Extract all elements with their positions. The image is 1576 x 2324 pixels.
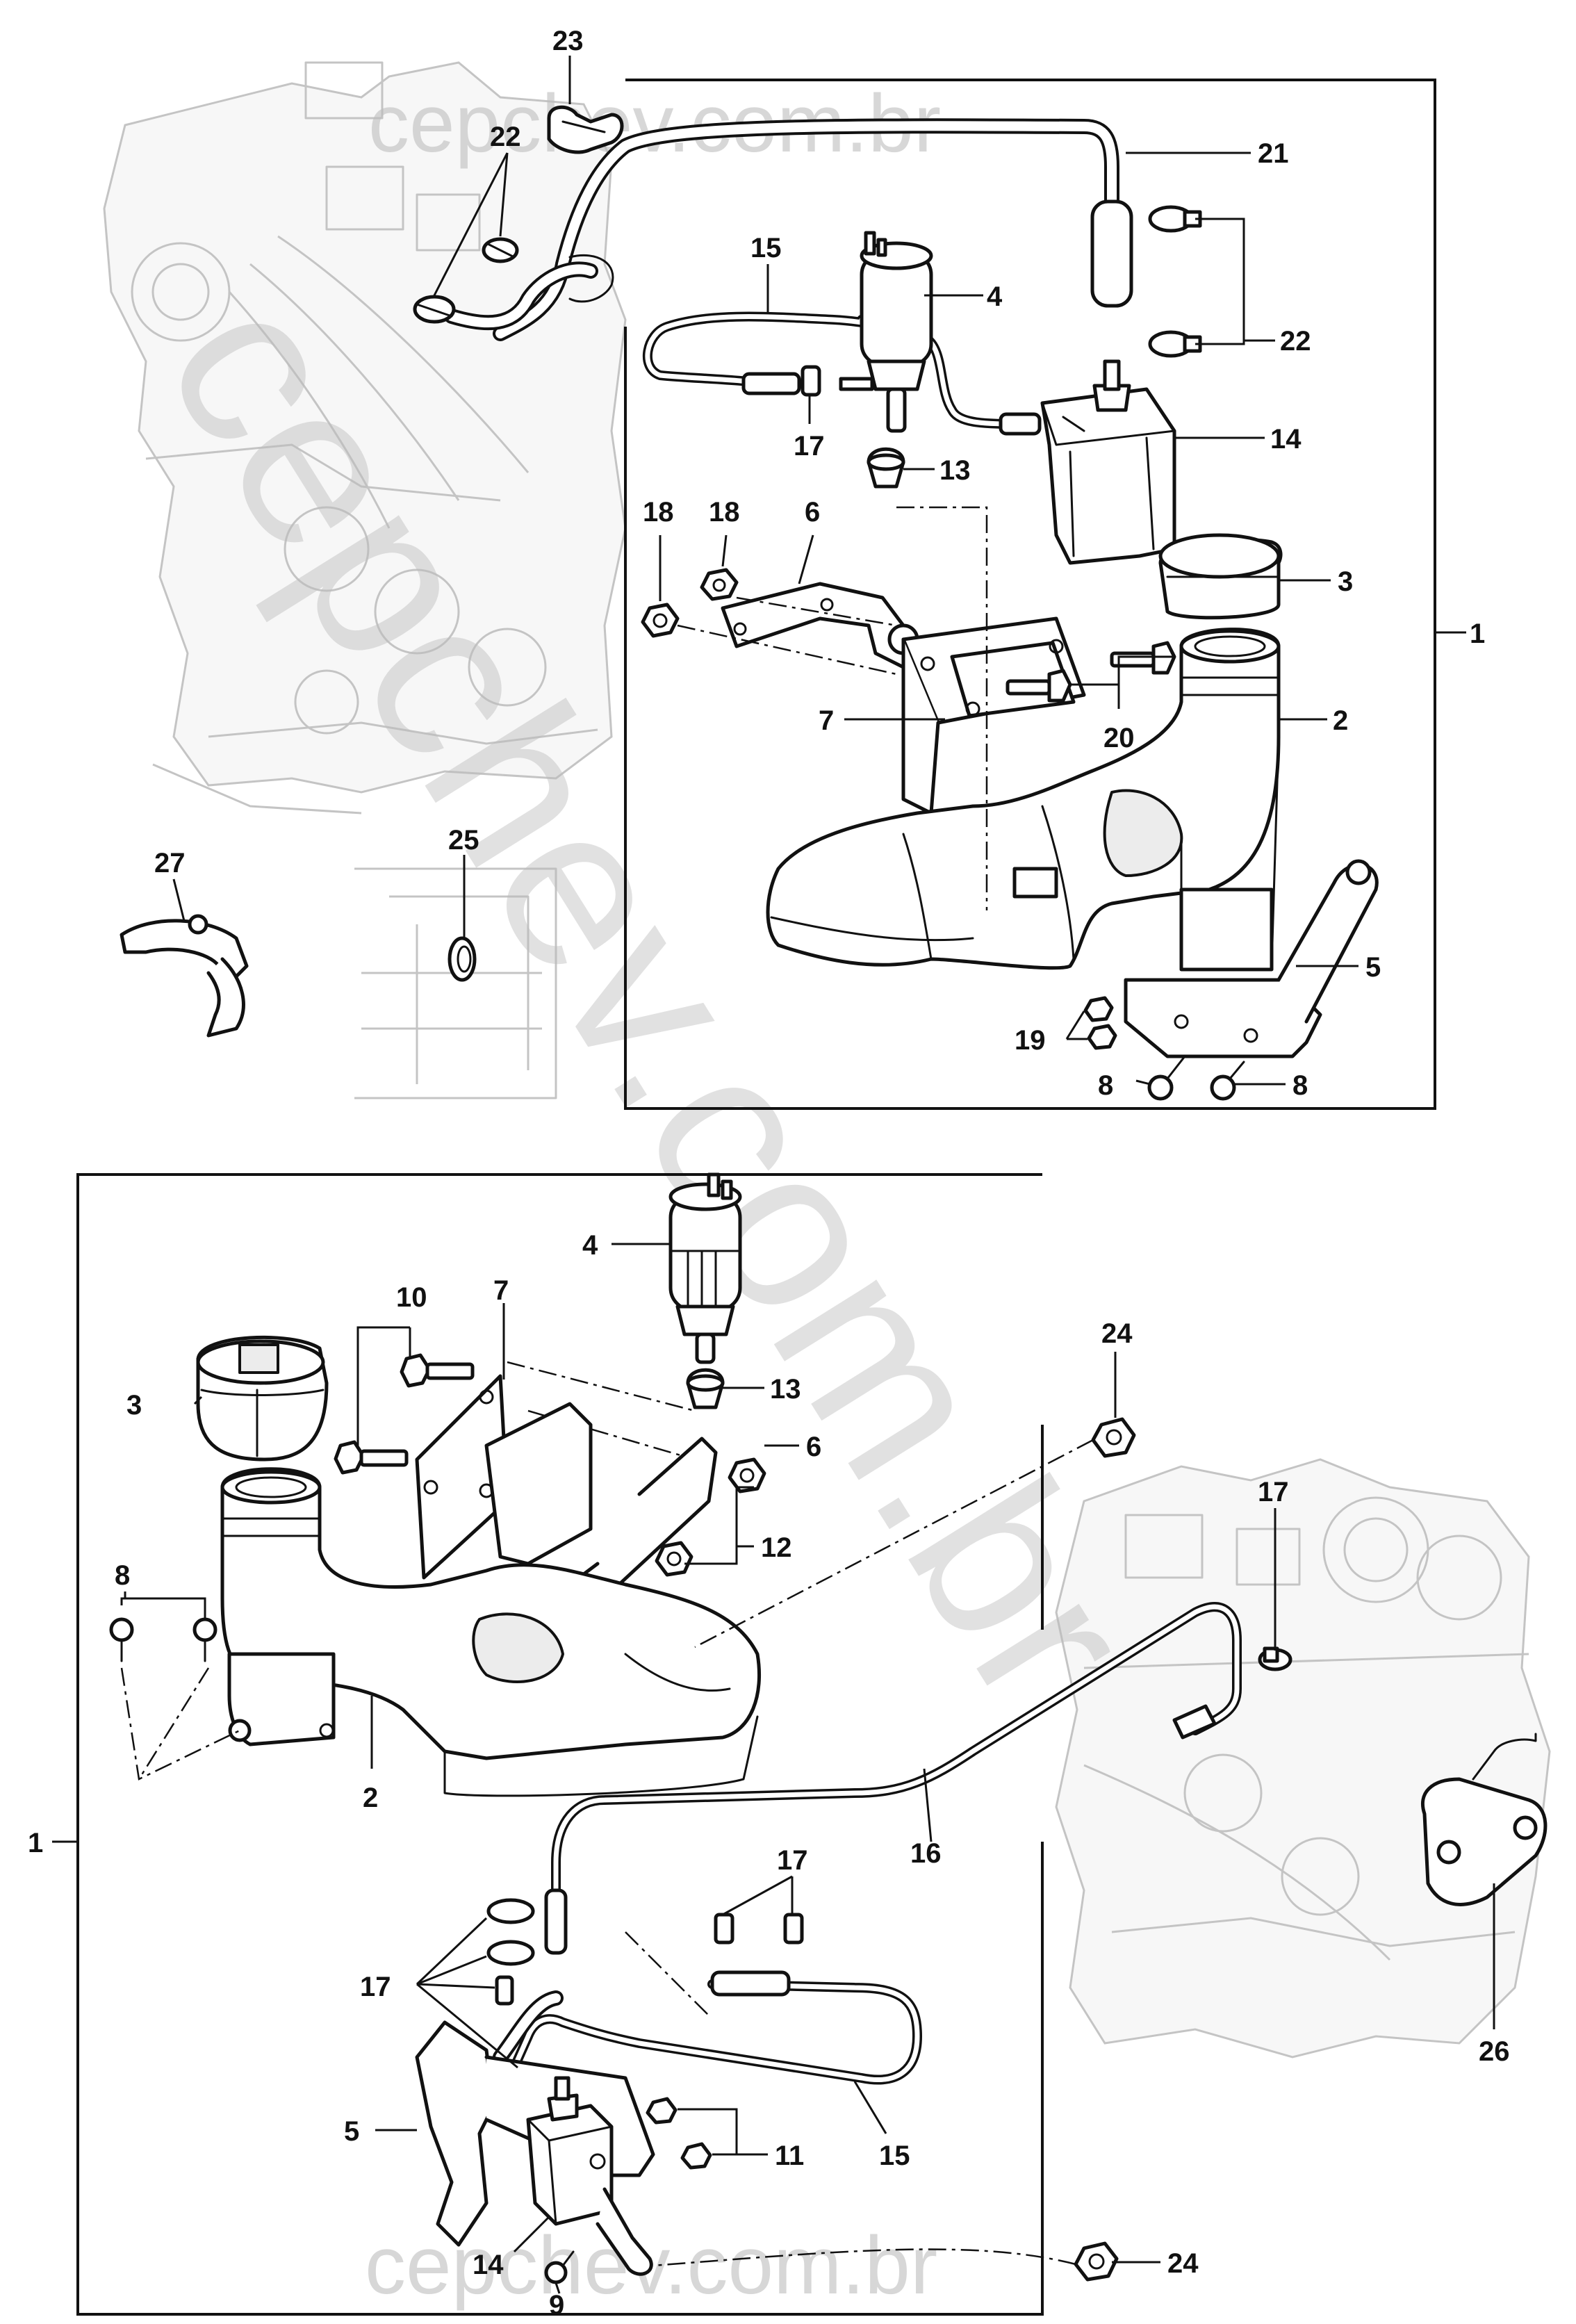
screws-8-top — [1147, 1055, 1245, 1101]
callout-26: 26 — [1479, 2036, 1510, 2067]
top-assembly-frame — [624, 79, 1466, 1110]
reservoir-body-2-top — [766, 628, 1281, 972]
callout-10: 10 — [396, 1282, 427, 1313]
screws-8-bottom — [109, 1597, 217, 1662]
callout-14: 14 — [1270, 424, 1302, 455]
callout-24-bottom: 24 — [1167, 2248, 1199, 2279]
callout-15: 15 — [750, 233, 782, 263]
callout-15-bottom: 15 — [879, 2141, 910, 2171]
bottom-assembly — [109, 1172, 1548, 2284]
callout-6-bottom: 6 — [806, 1432, 821, 1462]
pipe-16 — [544, 1602, 1242, 1955]
bracket-6-top — [721, 582, 919, 669]
nut-12b — [655, 1541, 693, 1577]
callout-8b: 8 — [1292, 1070, 1308, 1101]
callout-9: 9 — [549, 2290, 564, 2321]
grommet-13-bottom — [686, 1368, 725, 1409]
callout-21: 21 — [1258, 138, 1289, 169]
callout-17-right: 17 — [1258, 1477, 1289, 1507]
hose-clamps-22-right — [1148, 205, 1202, 358]
bracket-5-top — [1124, 859, 1379, 1058]
callout-1-bottom: 1 — [28, 1828, 43, 1858]
nut-18b — [700, 568, 739, 601]
nut-18a — [641, 603, 680, 638]
callout-22-left: 22 — [490, 122, 521, 152]
callout-18a: 18 — [643, 497, 674, 527]
callout-25: 25 — [448, 825, 479, 856]
clip-27 — [120, 914, 249, 1038]
washer-pump-4-bottom — [668, 1172, 742, 1364]
callout-20: 20 — [1103, 723, 1135, 753]
callout-8-bottom: 8 — [115, 1560, 130, 1591]
nut-24-bottom — [1074, 2241, 1119, 2282]
bolt-10b — [334, 1440, 409, 1475]
reservoir-body-2-bottom — [220, 1467, 762, 1797]
grommet-25 — [448, 936, 477, 982]
callout-24-top: 24 — [1101, 1318, 1133, 1349]
callout-3-bottom: 3 — [126, 1390, 142, 1421]
nut-24-top — [1091, 1417, 1136, 1458]
callout-17-loose: 17 — [777, 1845, 808, 1876]
reservoir-unit-14-top — [1040, 359, 1176, 565]
reservoir-unit-14-bottom — [526, 2076, 614, 2226]
pump-26 — [1421, 1733, 1548, 1906]
reservoir-cap-3-bottom — [196, 1335, 329, 1462]
reservoir-cap-3-top — [1158, 533, 1283, 620]
callout-5: 5 — [1365, 952, 1381, 983]
callout-16: 16 — [910, 1838, 942, 1869]
clamp-23 — [547, 105, 624, 154]
clamps-17-loose — [714, 1913, 804, 1945]
callout-11: 11 — [775, 2141, 804, 2171]
phantom-engine-bottom — [1055, 1458, 1551, 2059]
callout-4: 4 — [987, 281, 1003, 312]
callout-6: 6 — [805, 497, 820, 527]
callout-2: 2 — [1333, 705, 1348, 736]
callout-13: 13 — [939, 455, 971, 486]
bolt-10a — [400, 1353, 475, 1388]
stud-bottom — [596, 2187, 653, 2276]
callout-22-right: 22 — [1280, 326, 1311, 357]
callout-23: 23 — [552, 26, 584, 56]
callout-27: 27 — [154, 848, 186, 878]
hose-15-bottom — [493, 1970, 922, 2085]
nut-12a — [728, 1457, 766, 1494]
callout-2-bottom: 2 — [363, 1783, 378, 1813]
screw-9 — [544, 2250, 575, 2284]
callout-18b: 18 — [709, 497, 740, 527]
callout-5-bottom: 5 — [344, 2116, 359, 2147]
callout-19: 19 — [1015, 1025, 1046, 1056]
leader-lines — [124, 56, 1495, 2294]
hose-21 — [444, 118, 1133, 341]
callout-17: 17 — [794, 431, 825, 461]
bolt-20b — [1005, 669, 1072, 703]
callouts-bottom: 4 10 7 13 3 6 24 17 12 8 2 1 16 17 17 26… — [28, 1230, 1510, 2321]
hose-clamps-22-left — [413, 237, 519, 324]
clamp-17-top — [801, 365, 821, 397]
callout-8a: 8 — [1098, 1070, 1113, 1101]
bottom-assembly-frame — [52, 1173, 1044, 2316]
callout-3: 3 — [1338, 566, 1353, 597]
nuts-11 — [646, 2097, 738, 2170]
grommet-13-top — [867, 447, 905, 489]
callout-13-bottom: 13 — [770, 1374, 801, 1405]
clamp-17-right — [1258, 1646, 1292, 1671]
callout-17-left: 17 — [360, 1972, 391, 2002]
callout-1-top: 1 — [1470, 619, 1485, 649]
nuts-19 — [1083, 996, 1117, 1050]
callout-7-bottom: 7 — [493, 1275, 509, 1306]
callouts-top: 23 22 21 22 15 4 17 14 13 18 18 6 3 1 7 … — [154, 26, 1485, 1101]
callout-14-bottom: 14 — [473, 2250, 504, 2280]
callout-4-bottom: 4 — [582, 1230, 598, 1261]
hose-15-top — [643, 311, 1042, 436]
callout-7: 7 — [819, 705, 834, 736]
top-assembly — [120, 105, 1379, 1101]
callout-12: 12 — [761, 1532, 792, 1563]
washer-pump-4-top — [839, 231, 933, 433]
